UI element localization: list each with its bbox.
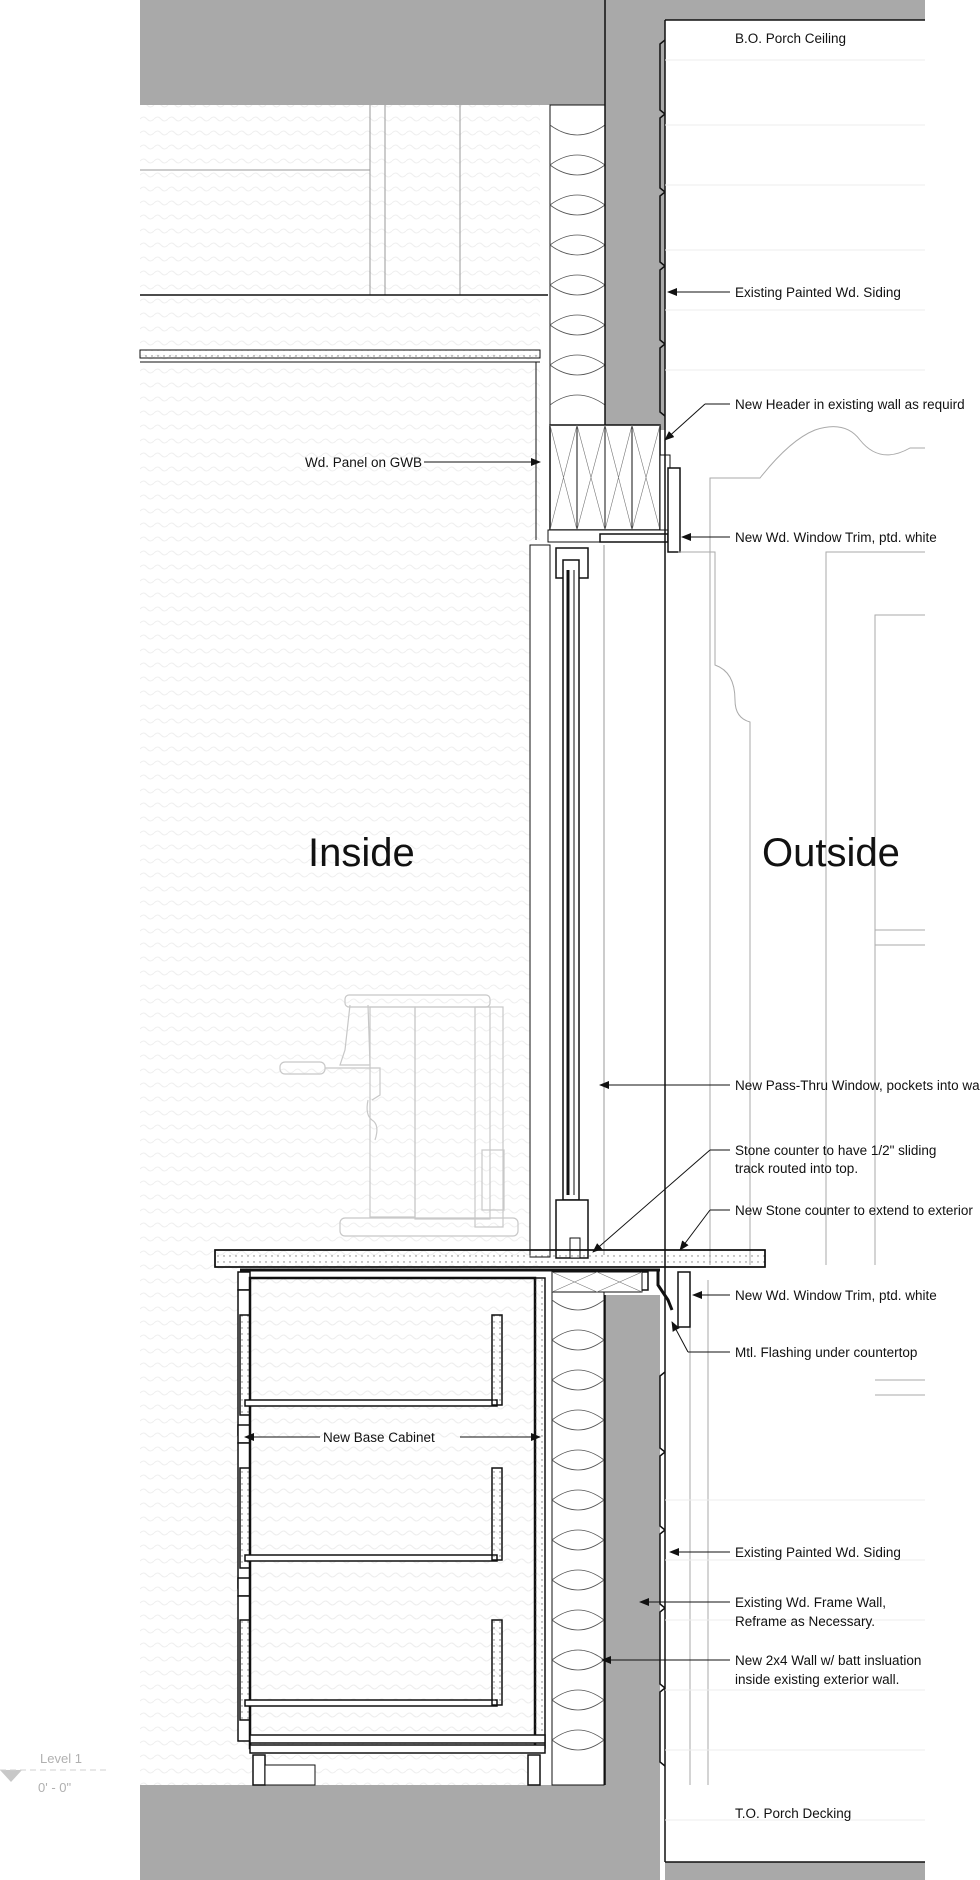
porch-ceiling-slab [665,0,925,20]
window-frame-inner [529,544,551,1258]
ceiling-slab [140,0,605,105]
note-frame-wall-1: Existing Wd. Frame Wall, [735,1595,886,1610]
note-porch-ceiling: B.O. Porch Ceiling [735,31,846,46]
inside-label: Inside [308,831,415,875]
level-marker: Level 1 0' - 0" [0,1751,110,1795]
upper-wall-slab [605,0,665,430]
sill-block [551,1271,643,1293]
callout-notes: B.O. Porch Ceiling Existing Painted Wd. … [305,31,980,1821]
outside-label: Outside [762,831,900,875]
note-new-wall-2: inside existing exterior wall. [735,1672,899,1687]
note-trim-upper: New Wd. Window Trim, ptd. white [735,530,937,545]
note-siding-lower: Existing Painted Wd. Siding [735,1545,901,1560]
note-trim-lower: New Wd. Window Trim, ptd. white [735,1288,937,1303]
floor-slab [140,1785,660,1880]
note-stone-track-1: Stone counter to have 1/2" sliding [735,1143,936,1158]
level-elevation: 0' - 0" [38,1780,71,1795]
note-panel: Wd. Panel on GWB [305,455,422,470]
note-flashing: Mtl. Flashing under countertop [735,1345,917,1360]
stone-countertop [214,1249,766,1272]
exterior-trim-profile [678,426,925,1785]
ceiling-gwb [139,349,541,359]
upper-window-trim [599,467,681,553]
upper-insulation [549,104,606,426]
note-pass-thru: New Pass-Thru Window, pockets into wall [735,1078,980,1093]
pass-thru-window [555,545,605,1259]
espresso-machine [279,994,519,1237]
note-stone-extend: New Stone counter to extend to exterior [735,1203,973,1218]
level-name: Level 1 [40,1751,82,1766]
note-base-cabinet: New Base Cabinet [323,1430,435,1445]
note-siding-upper: Existing Painted Wd. Siding [735,285,901,300]
porch-deck-slab [665,1862,925,1880]
leaders [244,288,730,1664]
header-block [547,424,671,543]
lower-siding [659,1371,666,1767]
note-header: New Header in existing wall as requird [735,397,965,412]
note-frame-wall-2: Reframe as Necessary. [735,1614,875,1629]
note-new-wall-1: New 2x4 Wall w/ batt insluation [735,1653,921,1668]
lower-insulation [551,1271,605,1786]
lower-wall-slab [605,1295,660,1785]
note-porch-decking: T.O. Porch Decking [735,1806,851,1821]
note-stone-track-2: track routed into top. [735,1161,858,1176]
soffit-lines [140,105,461,295]
base-cabinet [237,1271,546,1786]
upper-siding [659,39,666,417]
metal-flashing [640,1268,674,1311]
